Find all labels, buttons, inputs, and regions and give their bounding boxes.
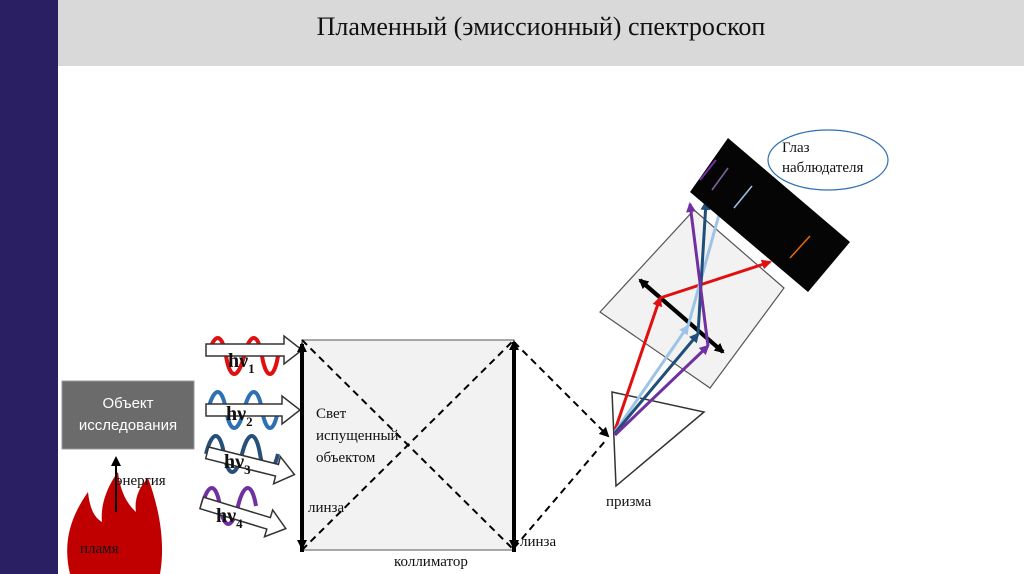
photon-label-2-base: hν [226, 403, 246, 425]
photon-arrow-4 [198, 496, 287, 538]
photon-arrow-3 [204, 446, 296, 486]
light-label-line1: Свет [316, 406, 347, 422]
ray-red-1 [613, 296, 663, 431]
object-label-line2: исследования [79, 417, 177, 434]
photon-label-3: hν3 [224, 451, 251, 477]
light-label-line3: объектом [316, 450, 376, 466]
eye-observer-outline [767, 129, 889, 191]
photon-label-2-sub: 2 [246, 414, 253, 429]
ray-to-prism-lower [513, 439, 607, 549]
photon-label-1-sub: 1 [248, 361, 255, 376]
photon-label-1: hν1 [228, 350, 255, 376]
spectrum-line-orange [789, 235, 811, 259]
photon-label-4-sub: 4 [236, 516, 243, 531]
energy-label: энергия [116, 473, 166, 489]
title-band [58, 0, 1024, 66]
photon-label-4-base: hν [216, 505, 236, 527]
photon-label-1-base: hν [228, 350, 248, 372]
ray-light-blue-2 [686, 202, 725, 327]
ray-dark-blue-2 [696, 200, 711, 335]
left-accent-bar [0, 0, 58, 574]
photon-label-4: hν4 [216, 505, 243, 531]
spectrum-line-violet [711, 167, 729, 191]
ray-to-prism-upper [513, 341, 610, 438]
photon-wave-4 [200, 486, 258, 526]
lens-right-label: линза [520, 534, 556, 550]
photon-label-3-sub: 3 [244, 462, 251, 477]
ray-dark-blue-1 [613, 332, 700, 434]
eye-label-line2: наблюдателя [782, 160, 863, 176]
spectrum-line-purple [699, 159, 717, 181]
flame-label: пламя [80, 541, 119, 557]
telescope-lens-head [638, 278, 725, 354]
flame-icon [67, 472, 163, 574]
object-label-line1: Объект [102, 395, 153, 412]
spectrum-strip [690, 138, 850, 292]
light-label-line2: испущенный [316, 428, 399, 444]
photon-label-3-base: hν [224, 451, 244, 473]
photon-arrow-2 [205, 394, 302, 426]
photon-label-2: hν2 [226, 403, 253, 429]
prism-label: призма [606, 494, 652, 510]
photon-arrow-1 [205, 334, 304, 366]
ray-purple-1 [613, 344, 710, 437]
ray-light-blue-1 [613, 324, 690, 433]
eye-label-line1: Глаз [782, 140, 810, 156]
ray-red-2 [659, 259, 772, 300]
prism [611, 391, 706, 488]
object-box [61, 380, 195, 450]
collimator-diagonal-2 [301, 339, 515, 551]
slide-title: Пламенный (эмиссионный) спектроскоп [316, 12, 766, 41]
lens-left-label: линза [308, 500, 344, 516]
spectrum-line-light-blue [733, 185, 753, 209]
collimator-label: коллиматор [394, 554, 468, 570]
ray-purple-2 [686, 202, 710, 347]
